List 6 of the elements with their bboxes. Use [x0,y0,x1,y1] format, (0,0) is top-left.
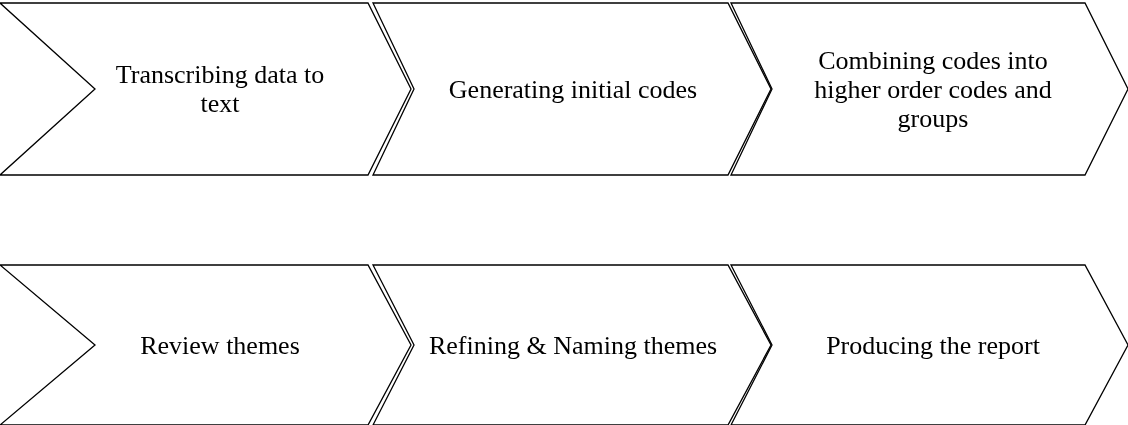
step-label: Transcribing data to text [114,60,326,118]
step-label: Refining & Naming themes [428,330,718,360]
step-label: Producing the report [826,330,1040,360]
step-label: Review themes [140,330,300,360]
step-label: Combining codes into higher order codes and groups [813,45,1053,133]
step-label: Generating initial codes [448,74,698,104]
